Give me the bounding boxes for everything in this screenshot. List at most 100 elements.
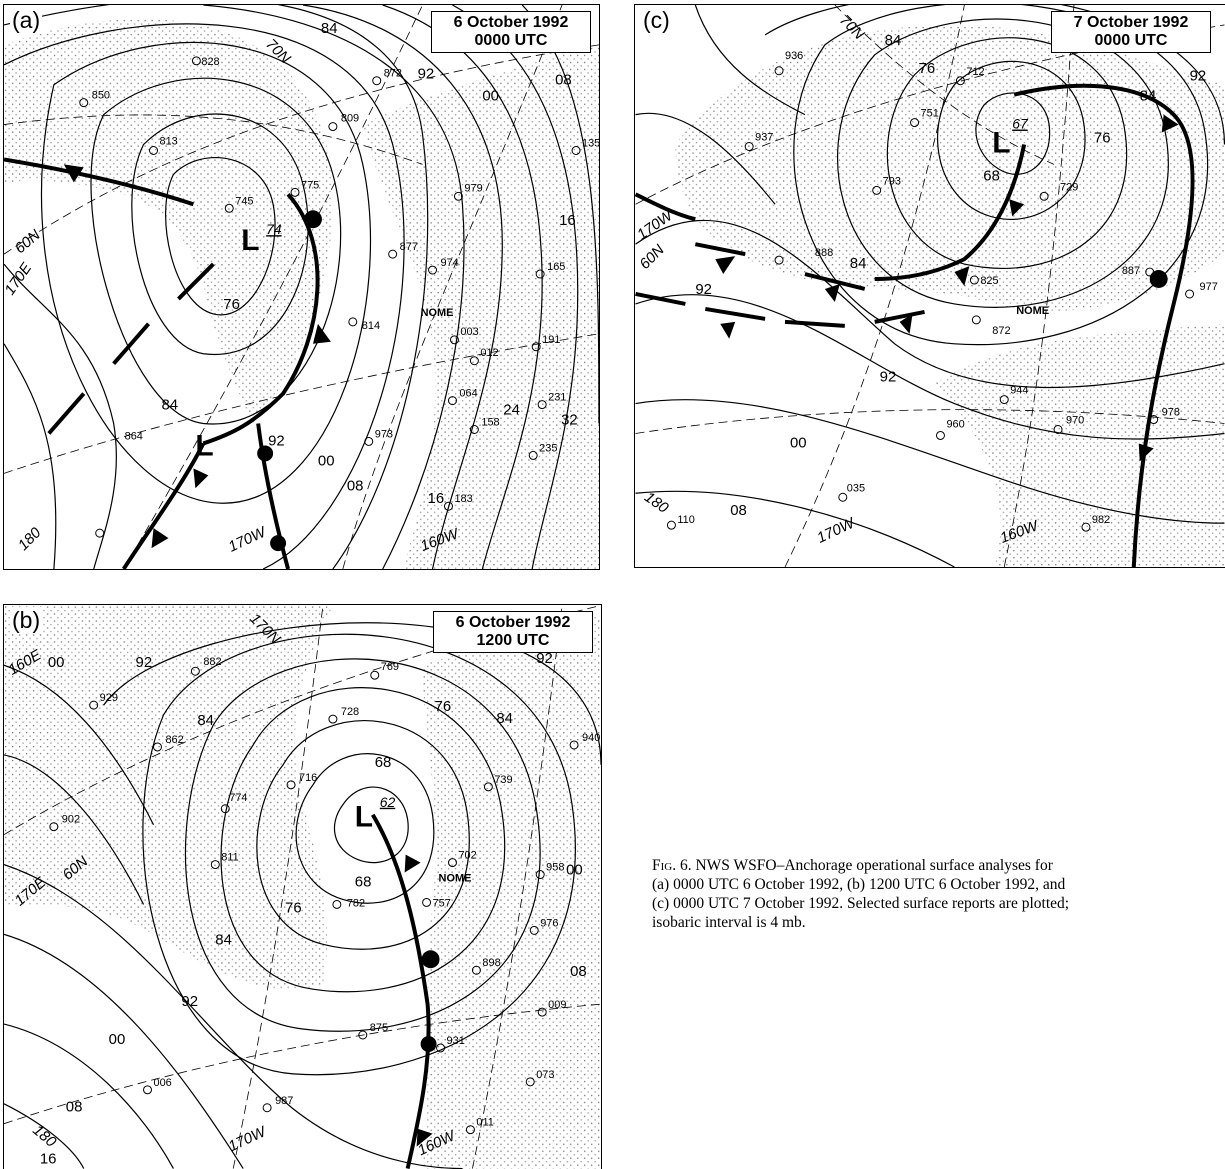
- station-report: 987: [275, 1095, 293, 1107]
- station-reports: 882 929 769 728 862 940 739 774 716 902 …: [62, 656, 601, 1128]
- station-report: 073: [536, 1069, 554, 1081]
- station-report: 702: [458, 850, 476, 862]
- panel-time: 0000 UTC: [1094, 32, 1168, 49]
- isobar-label: 92: [181, 993, 198, 1010]
- caption-text: NWS WSFO–Anchorage operational surface a…: [695, 857, 1053, 874]
- isobar-label: 24: [503, 402, 520, 419]
- isobar-label: 92: [1190, 68, 1207, 85]
- station-report: 793: [883, 175, 901, 187]
- geo-label: 60N: [636, 241, 668, 273]
- front-symbols: [63, 164, 331, 552]
- isobar-label: 00: [482, 88, 499, 105]
- station-report: 231: [548, 392, 566, 404]
- station-report: 877: [400, 241, 418, 253]
- isobar-label: 08: [66, 1099, 83, 1116]
- geo-label: 180: [15, 524, 45, 554]
- front-symbols: [404, 854, 440, 1147]
- station-report: 712: [966, 66, 984, 78]
- panel-time: 0000 UTC: [474, 32, 548, 49]
- station-markers: [666, 66, 1195, 532]
- isobar-label: 76: [285, 899, 302, 916]
- panel-label: (a): [10, 7, 43, 34]
- place-name: NOME: [1016, 305, 1049, 317]
- low-center-symbol: L: [992, 126, 1010, 159]
- map-panel-b: L 62 00 92 84 76 68 68 76 84 92 00 08 16…: [3, 604, 602, 1169]
- station-report: 774: [229, 792, 247, 804]
- station-report: 940: [582, 732, 600, 744]
- geo-label: 60N: [12, 226, 44, 257]
- station-reports: 936 712 751 937 793 729 888 825 887 977 …: [677, 50, 1217, 526]
- station-report: 862: [165, 734, 183, 746]
- graticule: [4, 5, 599, 569]
- isobar-label: 76: [223, 296, 240, 313]
- isobar-label: 00: [790, 434, 807, 451]
- station-report: 872: [384, 68, 402, 80]
- station-report: 003: [460, 326, 478, 338]
- station-reports: 828 850 813 872 809 135 745 775 979 877 …: [92, 56, 599, 505]
- isobar-label: 00: [566, 862, 583, 879]
- isobar-label: 92: [880, 369, 897, 386]
- panel-datetime-box: 6 October 1992 1200 UTC: [433, 611, 593, 653]
- panel-datetime-box: 7 October 1992 0000 UTC: [1051, 11, 1211, 53]
- station-report: 936: [785, 50, 803, 62]
- station-report: 937: [755, 132, 773, 144]
- station-report: 970: [1066, 415, 1084, 427]
- station-report: 929: [100, 692, 118, 704]
- precip-area: [4, 605, 333, 990]
- precip-area: [422, 615, 601, 1169]
- precip-area: [4, 18, 333, 424]
- station-report: 958: [546, 862, 564, 874]
- station-report: 978: [1162, 407, 1180, 419]
- low-center-pressure: 62: [380, 794, 396, 810]
- station-report: 813: [160, 136, 178, 148]
- station-report: 009: [548, 999, 566, 1011]
- station-report: 898: [482, 957, 500, 969]
- panel-datetime-box: 6 October 1992 0000 UTC: [431, 11, 591, 53]
- isobar-label: 84: [1140, 88, 1157, 105]
- fronts: [635, 83, 1195, 567]
- isobar-labels: 84 76 92 84 76 68 84 92 92 00 08: [695, 32, 1206, 519]
- caption-line: Fig. 6. NWS WSFO–Anchorage operational s…: [652, 856, 1225, 875]
- low-center-symbol: L: [355, 801, 373, 834]
- figure-label: Fig. 6.: [652, 857, 692, 874]
- station-report: 769: [381, 661, 399, 673]
- station-report: 828: [201, 56, 219, 68]
- isobar-label: 84: [197, 712, 214, 729]
- isobar-label: 16: [40, 1151, 57, 1168]
- station-report: 775: [301, 179, 319, 191]
- isobar-label: 68: [375, 754, 392, 771]
- isobar-label: 76: [435, 698, 452, 715]
- panel-date: 7 October 1992: [1073, 14, 1189, 31]
- low-center-pressure: 74: [266, 221, 282, 237]
- station-report: 864: [125, 430, 143, 442]
- station-report: 875: [370, 1022, 388, 1034]
- station-report: 757: [433, 897, 451, 909]
- station-report: 739: [494, 774, 512, 786]
- place-name: NOME: [421, 307, 454, 319]
- station-report: 850: [92, 90, 110, 102]
- station-report: 976: [540, 917, 558, 929]
- panel-time: 1200 UTC: [476, 632, 550, 649]
- station-report: 944: [1010, 385, 1028, 397]
- weather-map-b: L 62 00 92 84 76 68 68 76 84 92 00 08 16…: [4, 605, 601, 1169]
- station-markers: [49, 666, 579, 1135]
- caption-line: (a) 0000 UTC 6 October 1992, (b) 1200 UT…: [652, 876, 1066, 893]
- station-report: 882: [203, 656, 221, 668]
- station-report: 888: [815, 247, 833, 259]
- station-report: 235: [539, 442, 557, 454]
- station-report: 960: [946, 418, 964, 430]
- station-report: 183: [454, 493, 472, 505]
- precip-area: [675, 24, 1225, 312]
- isobar-label: 00: [48, 654, 65, 671]
- station-report: 782: [347, 897, 365, 909]
- isobar-label: 08: [347, 477, 364, 494]
- caption-line: isobaric interval is 4 mb.: [652, 914, 806, 931]
- stationary-front: [47, 262, 215, 435]
- isobar-labels: 84 92 00 08 16 24 32 76 84 92 00 08 16: [161, 20, 577, 507]
- weather-map-c: L 67 84 76 92 84 76 68 84 92 92 00 08 70…: [635, 5, 1225, 567]
- isobar-label: 84: [321, 20, 338, 37]
- stationary-front: [635, 242, 925, 328]
- station-report: 012: [480, 347, 498, 359]
- isobar-label: 76: [919, 60, 936, 77]
- station-report: 811: [221, 852, 238, 864]
